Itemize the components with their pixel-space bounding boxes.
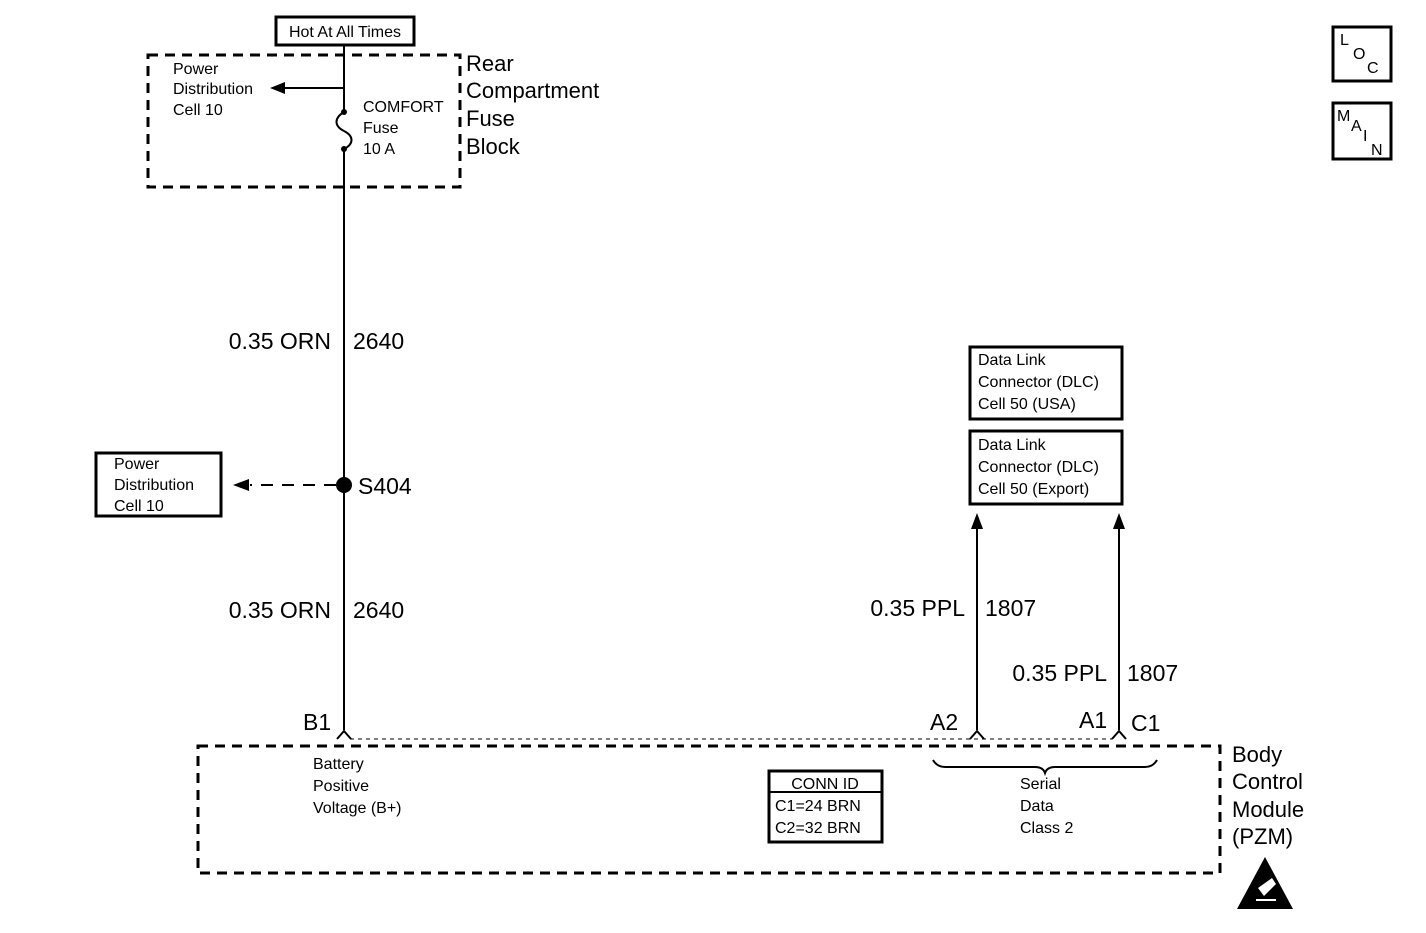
fuse-block-outline	[146, 53, 462, 189]
body-control-module: Body Control Module (PZM) Battery Positi…	[196, 742, 1304, 875]
main-letter-a: A	[1351, 118, 1362, 135]
dlc-usa-line-1: Data Link	[978, 352, 1047, 369]
wire-upper-gauge: 0.35 ORN	[229, 328, 331, 354]
serial-data-brace	[932, 759, 1158, 777]
pin-a1-label: A1	[1079, 707, 1107, 733]
dlc-usa-line-3: Cell 50 (USA)	[978, 396, 1076, 413]
power-dist-ref-1: Power	[114, 456, 160, 473]
bcm-title-1: Body	[1232, 742, 1282, 767]
hot-at-all-times-label: Hot At All Times	[289, 24, 401, 41]
wire-a2-circuit: 1807	[985, 595, 1036, 621]
conn-id-title: CONN ID	[791, 776, 859, 793]
power-dist-top-2: Distribution	[173, 81, 253, 98]
serial-line-2: Data	[1020, 798, 1054, 815]
fuse-name: COMFORT	[363, 99, 444, 116]
wire-lower-gauge: 0.35 ORN	[229, 597, 331, 623]
main-letter-n: N	[1371, 142, 1383, 159]
fuse-block-title-4: Block	[466, 134, 521, 159]
loc-nav-button[interactable]: L O C	[1331, 25, 1393, 83]
dlc-usa-line-2: Connector (DLC)	[978, 374, 1099, 391]
dlc-a2-arrow-icon	[971, 513, 983, 529]
fuse-icon	[335, 111, 353, 150]
pin-a1-terminal	[1111, 729, 1127, 740]
fuse-block-title-3: Fuse	[466, 106, 515, 131]
pin-b1-terminal	[336, 729, 352, 740]
conn-id-box	[767, 769, 884, 844]
power-dist-arrow-icon	[270, 82, 285, 94]
loc-letter-o: O	[1353, 46, 1365, 63]
loc-letter-c: C	[1367, 60, 1379, 77]
fuse-rating: 10 A	[363, 141, 395, 158]
dlc-export-line-3: Cell 50 (Export)	[978, 481, 1089, 498]
power-dist-top-3: Cell 10	[173, 102, 223, 119]
dlc-usa-box: Data Link Connector (DLC) Cell 50 (USA)	[968, 345, 1124, 421]
pin-a2-terminal	[969, 729, 985, 740]
hot-at-all-times-box: Hot At All Times	[274, 15, 416, 47]
b-plus-line-1: Battery	[313, 756, 364, 773]
fuse-label: Fuse	[363, 120, 399, 137]
power-dist-ref-3: Cell 10	[114, 498, 164, 515]
bcm-title-2: Control	[1232, 769, 1303, 794]
splice-label: S404	[358, 473, 412, 499]
power-dist-ref-box	[94, 451, 223, 518]
dlc-a1-arrow-icon	[1113, 513, 1125, 529]
splice-dot	[336, 477, 352, 493]
fuse-block-title-1: Rear	[466, 51, 514, 76]
serial-line-1: Serial	[1020, 776, 1061, 793]
b-plus-line-3: Voltage (B+)	[313, 800, 402, 817]
serial-line-3: Class 2	[1020, 820, 1073, 837]
dlc-export-box: Data Link Connector (DLC) Cell 50 (Expor…	[968, 429, 1124, 506]
dlc-export-line-2: Connector (DLC)	[978, 459, 1099, 476]
wire-a1-gauge: 0.35 PPL	[1012, 660, 1107, 686]
splice-ref-arrow-icon	[233, 479, 249, 491]
splice-s404: S404 Power Distribution Cell 10	[94, 451, 412, 518]
b-plus-line-2: Positive	[313, 778, 369, 795]
loc-letter-l: L	[1340, 32, 1349, 49]
pin-b1-label: B1	[303, 709, 331, 735]
pin-a2-label: A2	[930, 709, 958, 735]
pin-c1-label: C1	[1131, 710, 1160, 736]
wire-lower-circuit: 2640	[353, 597, 404, 623]
fuse-block: Rear Compartment Fuse Block Power Distri…	[146, 45, 599, 189]
bcm-title-3: Module	[1232, 797, 1304, 822]
power-dist-top-1: Power	[173, 61, 219, 78]
esd-warning-icon	[1237, 857, 1293, 909]
dlc-export-line-1: Data Link	[978, 437, 1047, 454]
bcm-title-4: (PZM)	[1232, 824, 1293, 849]
fuse-block-title-2: Compartment	[466, 78, 599, 103]
power-dist-ref-2: Distribution	[114, 477, 194, 494]
wire-upper-circuit: 2640	[353, 328, 404, 354]
wire-a1-circuit: 1807	[1127, 660, 1178, 686]
conn-id-row-2: C2=32 BRN	[775, 820, 861, 837]
main-nav-button[interactable]: M A I N	[1331, 101, 1393, 161]
main-letter-i: I	[1363, 128, 1367, 145]
bcm-outline	[196, 744, 1222, 875]
main-letter-m: M	[1337, 108, 1350, 125]
wire-a2-gauge: 0.35 PPL	[870, 595, 965, 621]
conn-id-row-1: C1=24 BRN	[775, 798, 861, 815]
